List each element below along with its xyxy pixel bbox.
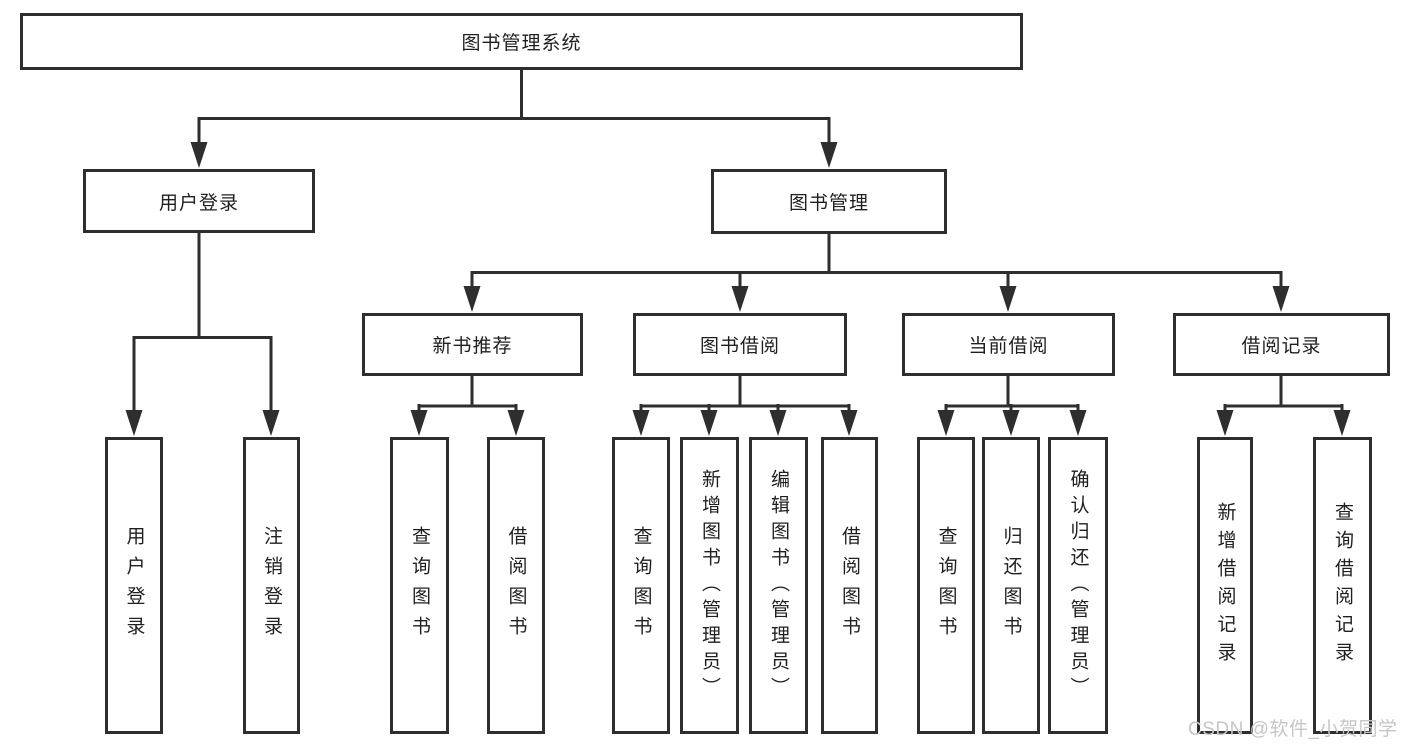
connector-user-login-branch <box>132 232 273 414</box>
leaf-current-query-books: 查询图书 <box>917 437 975 734</box>
connector-current-borrow-children <box>944 376 1080 414</box>
arrowheads-book-borrow-children <box>632 410 858 436</box>
leaf-newbook-query-books: 查询图书 <box>390 437 449 734</box>
leaf-current-confirm-return-admin: 确认归还（管理员） <box>1048 437 1108 734</box>
leaf-current-return-books: 归还图书 <box>982 437 1040 734</box>
leaf-borrow-borrow-books: 借阅图书 <box>821 437 878 734</box>
arrowheads-current-borrow-children <box>937 410 1087 436</box>
node-root: 图书管理系统 <box>20 13 1023 70</box>
leaf-user-login: 用户登录 <box>105 437 163 734</box>
connector-book-management-branch <box>470 234 1283 290</box>
connector-borrow-record-children <box>1223 376 1344 414</box>
leaf-borrow-edit-books-admin: 编辑图书（管理员） <box>749 437 808 734</box>
leaf-newbook-borrow-books: 借阅图书 <box>487 437 545 734</box>
node-book-management: 图书管理 <box>711 169 947 234</box>
node-borrow-records: 借阅记录 <box>1173 313 1390 376</box>
watermark: CSDN @软件_小贺同学 <box>1188 719 1398 740</box>
arrowheads-borrow-record-children <box>1216 410 1351 436</box>
connector-book-borrow-children <box>639 376 851 414</box>
connector-new-book-children <box>417 376 518 414</box>
leaf-borrow-query-books: 查询图书 <box>612 437 670 734</box>
leaf-records-query-borrow-record: 查询借阅记录 <box>1313 437 1372 734</box>
leaf-logout: 注销登录 <box>243 437 300 734</box>
leaf-records-add-borrow-record: 新增借阅记录 <box>1197 437 1253 734</box>
node-user-login: 用户登录 <box>83 169 315 233</box>
arrowheads-user-login-children <box>125 410 280 436</box>
leaf-borrow-add-books-admin: 新增图书（管理员） <box>680 437 739 734</box>
connector-root-to-level2 <box>197 70 831 146</box>
node-book-borrow: 图书借阅 <box>633 313 847 376</box>
arrowheads-level3 <box>463 286 1290 312</box>
node-current-borrow: 当前借阅 <box>902 313 1115 376</box>
arrowheads-new-book-children <box>410 410 525 436</box>
arrowheads-level2 <box>190 142 838 168</box>
node-new-book-recommend: 新书推荐 <box>362 313 583 376</box>
